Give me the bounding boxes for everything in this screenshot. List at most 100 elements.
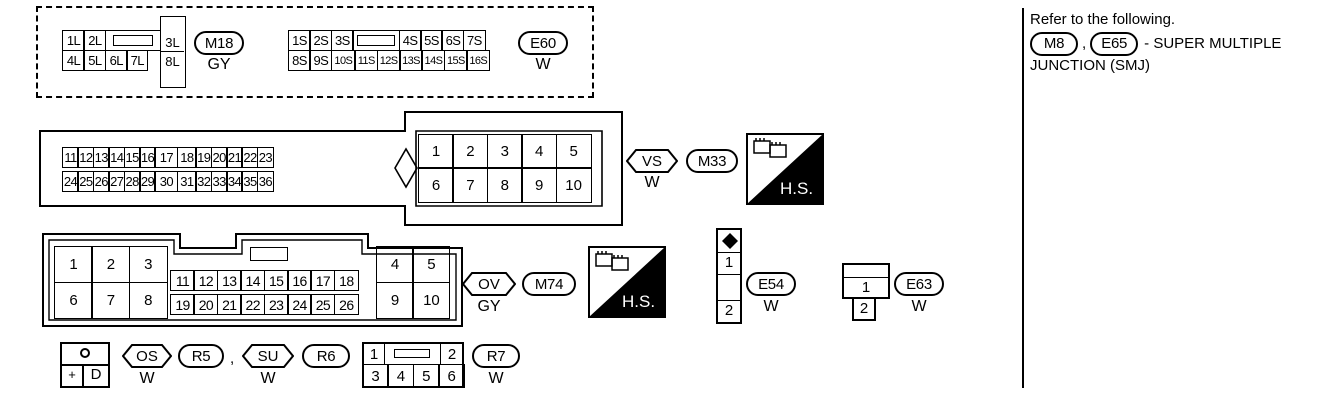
diamond-icon bbox=[722, 233, 738, 249]
pin: 5 bbox=[555, 134, 592, 169]
pin: 1 bbox=[418, 134, 454, 169]
pin: 34 bbox=[226, 171, 244, 192]
pin: 12S bbox=[376, 50, 401, 71]
pin: 20 bbox=[193, 294, 219, 315]
reference-note: Refer to the following. M8 , E65 - SUPER… bbox=[1030, 10, 1340, 76]
connector-color-m18: GY bbox=[207, 56, 231, 73]
pin: 13 bbox=[216, 270, 242, 291]
m18-raised-pins: 3L 8L bbox=[160, 16, 186, 88]
pin: 11S bbox=[354, 50, 379, 71]
pin: 23 bbox=[263, 294, 289, 315]
connector-id-r6: R6 bbox=[302, 344, 350, 368]
pin: 1 bbox=[369, 346, 379, 363]
pin: 2 bbox=[447, 346, 457, 363]
pin: 28 bbox=[123, 171, 141, 192]
connector-id-e60: E60 bbox=[518, 31, 568, 55]
pin: 9S bbox=[309, 50, 333, 71]
e54-connector: 1 2 bbox=[716, 228, 742, 324]
pin: 19 bbox=[195, 147, 213, 168]
pin: 14 bbox=[240, 270, 266, 291]
pin: 10S bbox=[330, 50, 356, 71]
r5-connector: + D bbox=[60, 342, 110, 388]
lock-slot bbox=[112, 35, 153, 46]
pin-divider bbox=[161, 51, 184, 52]
connector-id-m74: M74 bbox=[522, 272, 576, 296]
pin: 9 bbox=[521, 167, 558, 203]
connector-pair-su: SU bbox=[242, 344, 294, 368]
m74-housing-outline bbox=[42, 233, 463, 327]
pin: 36 bbox=[256, 171, 274, 192]
pin: 17 bbox=[310, 270, 336, 291]
divider bbox=[844, 277, 888, 278]
pin: 16S bbox=[466, 50, 491, 71]
circle-icon bbox=[80, 348, 90, 358]
pair-label: SU bbox=[257, 347, 279, 365]
reference-line3: JUNCTION (SMJ) bbox=[1030, 57, 1150, 74]
pin: 7 bbox=[452, 167, 489, 203]
pin: 2 bbox=[724, 302, 734, 319]
reference-id-e65: E65 bbox=[1090, 32, 1139, 56]
harness-side-icon: H.S. bbox=[746, 133, 824, 205]
connector-id-e54: E54 bbox=[746, 272, 796, 296]
hexagon-icon bbox=[242, 344, 294, 368]
pin: 14S bbox=[421, 50, 446, 71]
pin: 25 bbox=[77, 171, 95, 192]
pin: 24 bbox=[287, 294, 313, 315]
hexagon-icon bbox=[462, 272, 516, 296]
pin: 2 bbox=[852, 297, 876, 321]
pin: 3 bbox=[128, 246, 168, 283]
pin: 11 bbox=[62, 147, 79, 168]
connector-color-e54: W bbox=[763, 298, 779, 315]
pin: 15S bbox=[443, 50, 468, 71]
reference-divider-line bbox=[1022, 8, 1024, 388]
m74-lock-slot bbox=[250, 247, 288, 261]
pair-label: OS bbox=[136, 347, 158, 365]
m18-row2: 4L 5L 6L 7L bbox=[62, 50, 149, 71]
pin: 8 bbox=[486, 167, 523, 203]
connector-id-m18: M18 bbox=[194, 31, 244, 55]
pin: 6 bbox=[54, 282, 93, 319]
pin: 7L bbox=[126, 50, 149, 71]
connector-id-r7: R7 bbox=[472, 344, 520, 368]
pin: 15 bbox=[123, 147, 141, 168]
pin: 27 bbox=[108, 171, 126, 192]
pin: 17 bbox=[154, 147, 179, 168]
pin: 29 bbox=[139, 171, 157, 192]
connector-color-r6: W bbox=[260, 370, 276, 387]
reference-suffix: - SUPER MULTIPLE bbox=[1144, 35, 1282, 52]
pin: 3 bbox=[486, 134, 523, 169]
divider bbox=[62, 364, 108, 366]
pin: 2 bbox=[452, 134, 489, 169]
hexagon-icon bbox=[626, 149, 678, 173]
pin: 22 bbox=[240, 294, 266, 315]
connector-color-r5: W bbox=[139, 370, 155, 387]
pin: 19 bbox=[170, 294, 195, 315]
hs-label: H.S. bbox=[780, 179, 814, 198]
pin: 3L bbox=[165, 35, 180, 50]
e60-row1: 1S 2S 3S 4S 5S 6S 7S bbox=[288, 30, 486, 51]
e63-connector: 1 bbox=[842, 263, 890, 299]
divider bbox=[440, 344, 441, 364]
lock-slot bbox=[357, 35, 396, 46]
e60-row2: 8S 9S 10S 11S 12S 13S 14S 15S 16S bbox=[288, 50, 491, 71]
pin: 6 bbox=[438, 364, 466, 388]
pin: 6L bbox=[104, 50, 128, 71]
pin: 5 bbox=[412, 364, 440, 388]
connector-color-e63: W bbox=[911, 298, 927, 315]
pin: 21 bbox=[216, 294, 242, 315]
divider bbox=[384, 344, 385, 364]
divider bbox=[718, 274, 740, 275]
connector-id-m33: M33 bbox=[686, 149, 738, 173]
divider bbox=[82, 364, 84, 386]
pin: 7 bbox=[91, 282, 131, 319]
dashed-connector-frame bbox=[36, 6, 594, 98]
pin: 24 bbox=[62, 171, 79, 192]
